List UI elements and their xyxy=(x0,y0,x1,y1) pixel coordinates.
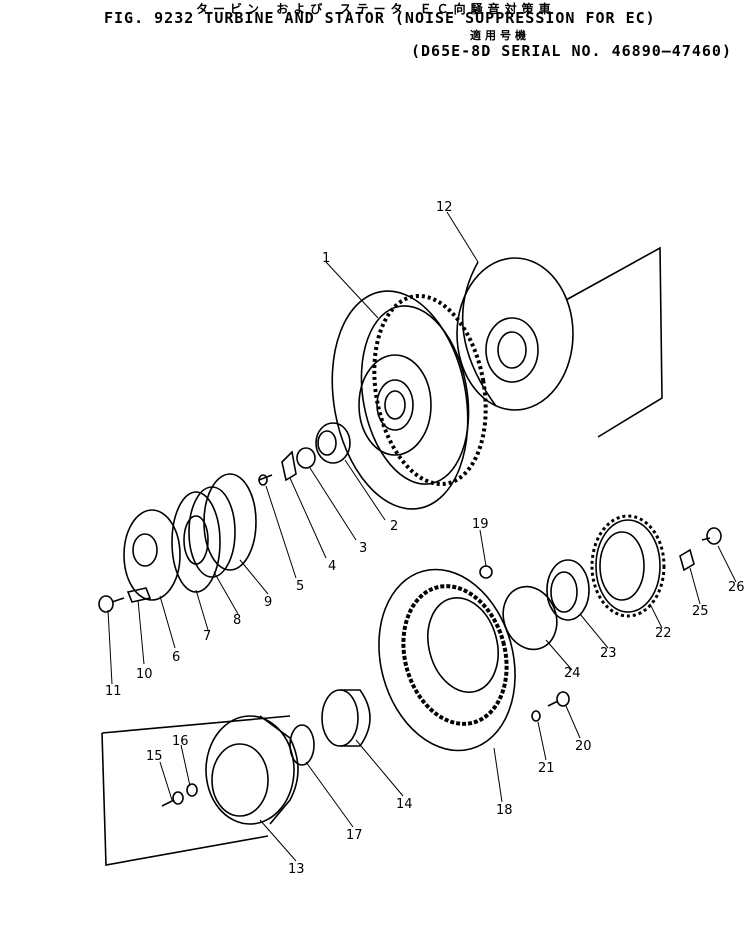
callout-18: 18 xyxy=(496,803,513,818)
part-9-plate xyxy=(203,473,257,571)
part-5-bolt xyxy=(258,474,273,486)
part-13-stator-wheel xyxy=(205,715,299,825)
callout-19: 19 xyxy=(472,517,489,532)
part-15-bolt xyxy=(161,791,184,807)
bracket-line-lower xyxy=(101,732,269,866)
part-22-gear xyxy=(590,514,666,618)
callout-24: 24 xyxy=(564,666,581,681)
callout-25: 25 xyxy=(692,604,709,619)
callout-1: 1 xyxy=(322,251,330,266)
part-20-bolt xyxy=(547,691,570,707)
callout-2: 2 xyxy=(390,519,398,534)
figure-title: FIG. 9232 TURBINE AND STATOR (NOISE SUPP… xyxy=(104,9,656,27)
bracket-line-upper xyxy=(101,715,291,734)
part-12-turbine xyxy=(456,246,663,438)
leader-lines xyxy=(107,211,737,862)
part-16-washer xyxy=(186,783,198,797)
callout-numbers: 1 2 3 4 5 6 7 8 9 10 11 12 13 14 15 16 1… xyxy=(105,200,745,877)
part-3-washer xyxy=(296,447,316,469)
serial-range: (D65E-8D SERIAL NO. 46890—47460) xyxy=(411,42,732,60)
japanese-title: タービン および ステータ ＥＣ向騒音対策車 xyxy=(196,2,556,16)
part-14-hub xyxy=(321,689,371,747)
part-1-cover xyxy=(331,290,488,510)
callout-14: 14 xyxy=(396,797,413,812)
callout-12: 12 xyxy=(436,200,453,215)
part-7-plate xyxy=(171,491,221,593)
part-21-washer xyxy=(531,710,541,722)
callout-11: 11 xyxy=(105,684,122,699)
callout-21: 21 xyxy=(538,761,555,776)
callout-7: 7 xyxy=(203,629,211,644)
callout-13: 13 xyxy=(288,862,305,877)
callout-3: 3 xyxy=(359,541,367,556)
callout-20: 20 xyxy=(575,739,592,754)
part-2-bearing xyxy=(315,422,351,464)
part-10-lock xyxy=(126,587,152,603)
part-24-snap-ring xyxy=(502,585,558,651)
japanese-applicable-label: 適用号機 xyxy=(470,29,530,42)
part-23-bearing xyxy=(546,559,590,621)
part-4-lock-plate xyxy=(281,450,297,482)
callout-4: 4 xyxy=(328,559,336,574)
part-8-plate xyxy=(188,486,236,578)
callout-8: 8 xyxy=(233,613,241,628)
callout-9: 9 xyxy=(264,595,272,610)
part-25-lock xyxy=(679,548,695,572)
callout-26: 26 xyxy=(728,580,745,595)
callout-15: 15 xyxy=(146,749,163,764)
part-11-bolt xyxy=(98,595,125,613)
callout-23: 23 xyxy=(600,646,617,661)
callout-10: 10 xyxy=(136,667,153,682)
part-18-stator xyxy=(378,568,516,752)
callout-6: 6 xyxy=(172,650,180,665)
part-6-hub xyxy=(123,509,181,601)
callout-16: 16 xyxy=(172,734,189,749)
callout-5: 5 xyxy=(296,579,304,594)
part-19-bolt xyxy=(479,565,493,579)
callout-22: 22 xyxy=(655,626,672,641)
part-26-bolt xyxy=(701,527,722,545)
callout-17: 17 xyxy=(346,828,363,843)
